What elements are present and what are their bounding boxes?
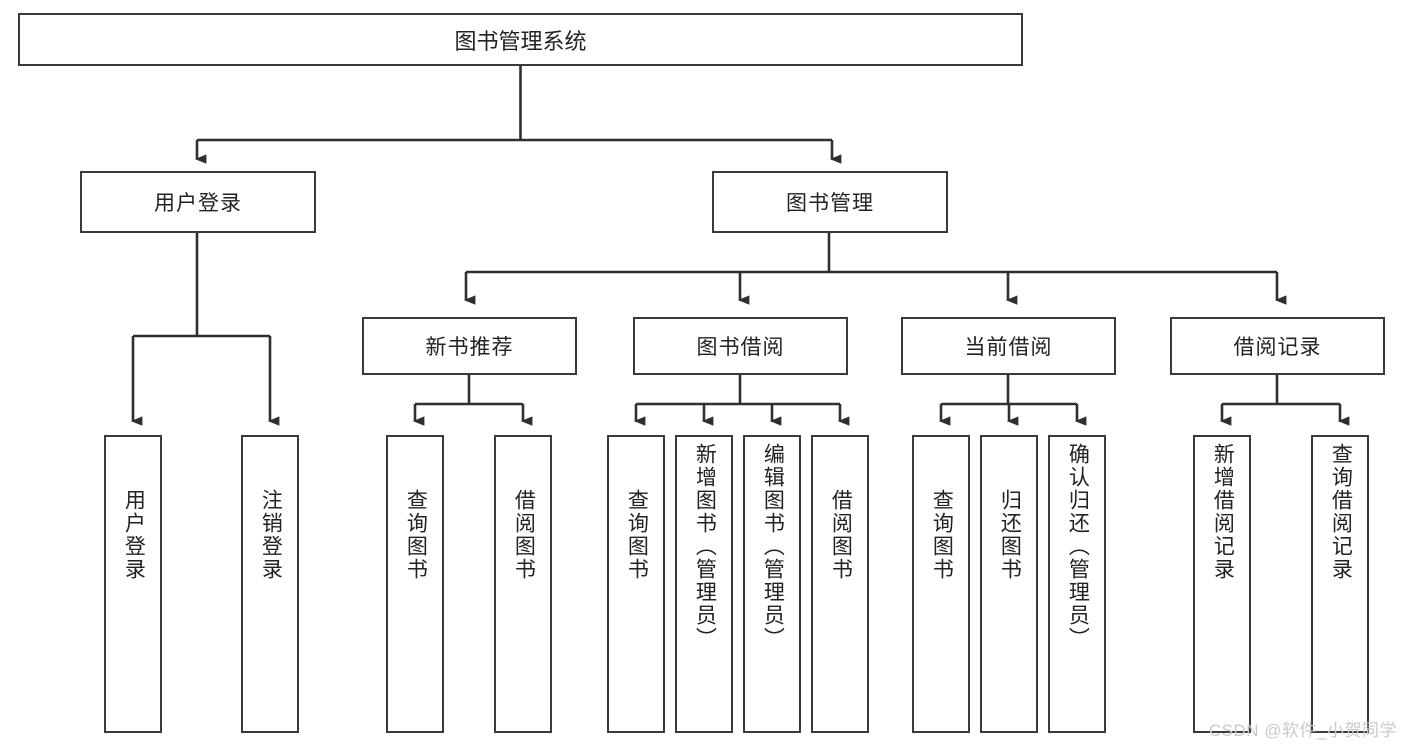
node-label: 新增借阅记录 [1211,443,1235,581]
node-leaf-add-book-admin[interactable]: 新增图书（管理员） [675,435,733,733]
node-leaf-borrow-book-recommend[interactable]: 借阅图书 [494,435,552,733]
node-label: 确认归还（管理员） [1066,443,1090,650]
node-label: 借阅图书 [829,489,853,581]
node-label: 图书借阅 [696,336,785,359]
node-user-login[interactable]: 用户登录 [80,171,316,233]
node-label: 查询图书 [404,489,428,581]
node-book-management[interactable]: 图书管理 [712,171,948,233]
node-label: 编辑图书（管理员） [761,443,785,650]
node-label: 归还图书 [998,489,1022,581]
node-label: 图书管理系统 [454,28,587,54]
node-label: 新书推荐 [425,336,514,359]
node-root-book-management-system[interactable]: 图书管理系统 [18,13,1023,66]
node-borrow-record[interactable]: 借阅记录 [1170,317,1385,375]
node-label: 查询图书 [930,489,954,581]
node-label: 用户登录 [154,192,242,215]
node-leaf-return-book[interactable]: 归还图书 [980,435,1038,733]
node-leaf-user-login[interactable]: 用户登录 [104,435,162,733]
node-leaf-edit-book-admin[interactable]: 编辑图书（管理员） [743,435,801,733]
node-label: 新增图书（管理员） [693,443,717,650]
node-leaf-query-book-recommend[interactable]: 查询图书 [386,435,444,733]
node-current-borrow[interactable]: 当前借阅 [901,317,1116,375]
node-leaf-add-borrow-record[interactable]: 新增借阅记录 [1193,435,1251,733]
node-label: 当前借阅 [964,336,1053,359]
node-leaf-query-book-current[interactable]: 查询图书 [912,435,970,733]
node-label: 用户登录 [122,489,146,581]
node-book-borrow[interactable]: 图书借阅 [633,317,848,375]
node-leaf-borrow-book[interactable]: 借阅图书 [811,435,869,733]
node-leaf-logout[interactable]: 注销登录 [241,435,299,733]
node-leaf-query-book-borrow[interactable]: 查询图书 [607,435,665,733]
node-label: 借阅记录 [1233,336,1322,359]
node-label: 图书管理 [786,192,874,215]
node-label: 查询图书 [625,489,649,581]
node-label: 查询借阅记录 [1329,443,1353,581]
node-label: 注销登录 [259,489,283,581]
node-new-book-recommend[interactable]: 新书推荐 [362,317,577,375]
node-leaf-confirm-return-admin[interactable]: 确认归还（管理员） [1048,435,1106,733]
node-label: 借阅图书 [512,489,536,581]
node-leaf-query-borrow-record[interactable]: 查询借阅记录 [1311,435,1369,733]
